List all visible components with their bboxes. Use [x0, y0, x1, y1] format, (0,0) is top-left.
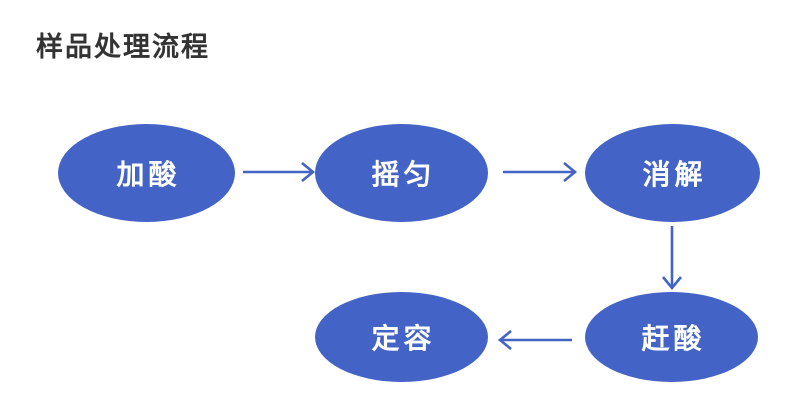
flow-node-label: 定容 [371, 323, 436, 354]
arrow-head-icon [563, 161, 578, 183]
edge-add-acid-to-shake[interactable] [243, 161, 316, 183]
flow-node-fix-volume[interactable]: 定容 [315, 292, 488, 382]
flow-node-label: 赶酸 [641, 323, 706, 354]
arrow-head-icon [497, 329, 512, 351]
flow-node-acid-purge[interactable]: 赶酸 [585, 292, 758, 382]
flow-node-digest[interactable]: 消解 [585, 124, 760, 222]
edge-shake-to-digest[interactable] [503, 161, 578, 183]
flow-node-label: 消解 [642, 159, 707, 190]
edge-digest-to-acid-purge[interactable] [661, 226, 683, 291]
flow-node-add-acid[interactable]: 加酸 [58, 124, 235, 222]
page-title: 样品处理流程 [36, 32, 210, 62]
arrow-head-icon [661, 276, 683, 291]
edge-acid-purge-to-fix-volume[interactable] [497, 329, 572, 351]
flow-node-label: 加酸 [116, 159, 181, 190]
flow-node-label: 摇匀 [371, 159, 436, 190]
flow-node-shake[interactable]: 摇匀 [315, 124, 488, 222]
arrow-head-icon [301, 161, 316, 183]
